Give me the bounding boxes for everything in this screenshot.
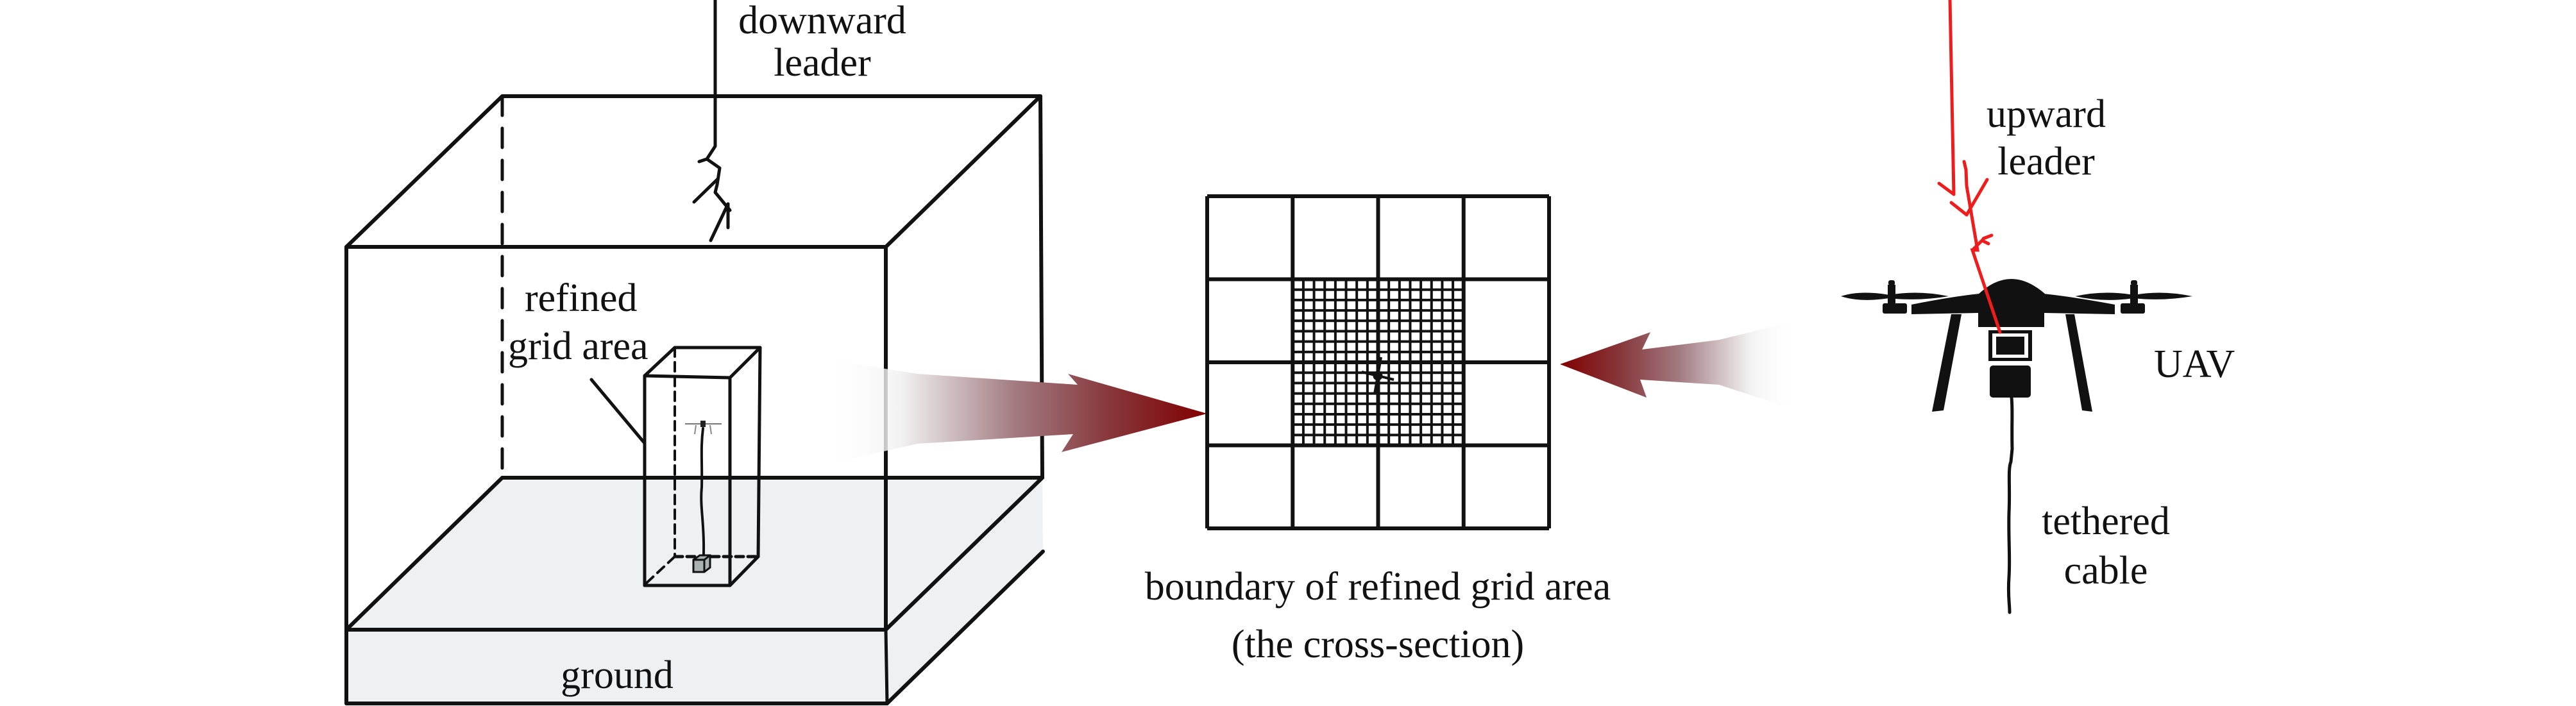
ground-right-top-edge (884, 476, 1044, 632)
simulation-domain-box (344, 94, 1045, 705)
domain-top-face (344, 94, 1042, 249)
mini-tether-line (700, 427, 706, 566)
boundary-label-line2: (the cross-section) (1232, 623, 1524, 666)
tethered-cable-label-line1: tethered (2042, 500, 2170, 543)
upward-leader-label-line2: leader (1997, 140, 2095, 183)
refined-grid-pointer-line (589, 378, 646, 444)
uav-label: UAV (2154, 342, 2235, 386)
ground-left-edge (344, 476, 504, 632)
cross-section-grid (1205, 194, 1551, 530)
uav-to-grid-arrow-icon (1560, 321, 1797, 410)
refined-grid-label-line2: grid area (508, 324, 648, 368)
boundary-label-line1: boundary of refined grid area (1145, 565, 1611, 609)
downward-leader-icon (692, 0, 732, 242)
refined-grid-area-box (643, 346, 762, 587)
left-to-grid-arrow-icon (824, 359, 1207, 465)
downward-leader-label-line2: leader (774, 41, 871, 85)
tethered-cable-label-line2: cable (2064, 549, 2148, 593)
downward-leader-label-line1: downward (738, 0, 906, 42)
ground-station-icon (692, 554, 711, 573)
ground-right-face (886, 478, 1043, 703)
upward-leader-icon (1937, 0, 2002, 334)
top-view-drone-icon (1361, 357, 1394, 394)
ground-front-right-edge (884, 628, 889, 705)
drone-icon (1841, 279, 2192, 412)
refined-grid-label-line1: refined (525, 276, 638, 320)
ground-top-face (346, 478, 1042, 630)
ground-front-face (346, 630, 887, 703)
mini-drone-icon (685, 421, 722, 435)
ground-right-bottom-edge (885, 550, 1045, 705)
ground-label: ground (561, 653, 674, 697)
tethered-cable-line (2006, 396, 2014, 614)
upward-leader-label-line1: upward (1987, 92, 2106, 136)
